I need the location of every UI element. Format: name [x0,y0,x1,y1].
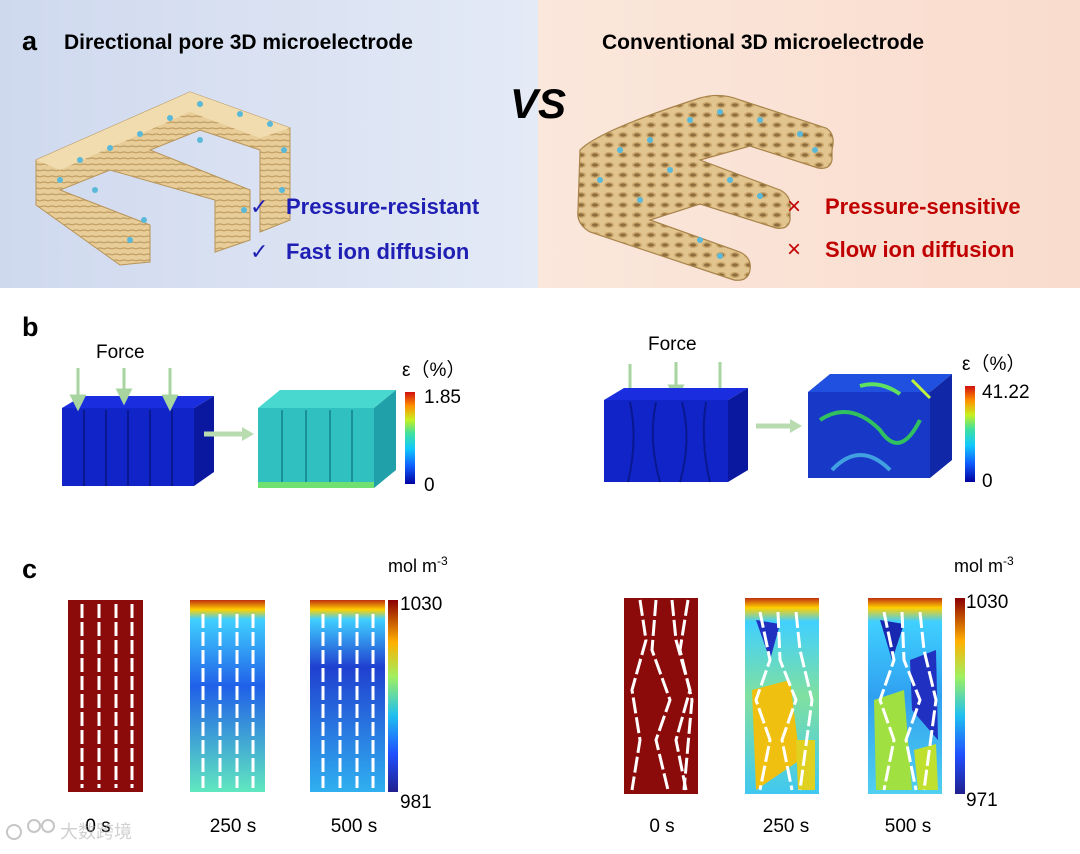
time-label: 250 s [763,816,809,837]
compress-arrow [756,419,802,433]
cross-icon: × [787,236,801,263]
concentration-max-right: 1030 [966,592,1008,613]
vs-label: VS [510,80,566,127]
strain-colorbar-right [965,386,975,482]
conventional-block-stressed [808,374,952,478]
cross-icon: × [787,193,801,220]
panel-a-label: a [22,26,38,56]
check-icon: ✓ [250,194,268,219]
right-title: Conventional 3D microelectrode [602,31,924,54]
strain-max-left: 1.85 [424,387,461,408]
time-label: 500 s [331,816,377,837]
conventional-map-0s [624,598,698,794]
directional-map-250s [190,600,265,792]
feature-pressure-resistant: Pressure-resistant [286,194,480,219]
watermark-text: 大数跨境 [60,822,132,842]
concentration-unit-left: mol m-3 [388,554,448,576]
panel-b-label: b [22,312,39,342]
left-title: Directional pore 3D microelectrode [64,31,413,54]
time-label: 0 s [649,816,674,837]
concentration-min-left: 981 [400,792,432,813]
conventional-map-250s [745,598,819,794]
compress-arrow [204,427,254,441]
panel-c-label: c [22,554,37,584]
check-icon: ✓ [250,239,268,264]
feature-pressure-sensitive: Pressure-sensitive [825,194,1021,219]
directional-electrode-image [35,91,291,266]
feature-fast-ion-diffusion: Fast ion diffusion [286,239,469,264]
strain-max-right: 41.22 [982,382,1030,403]
strain-unit-right: ε（%） [962,353,1025,375]
directional-map-0s [68,600,143,792]
concentration-colorbar-left [388,600,398,792]
conventional-block-unstressed [604,388,748,483]
conventional-electrode-image [577,94,834,281]
concentration-min-right: 971 [966,790,998,811]
conventional-map-500s [868,598,942,794]
time-label: 500 s [885,816,931,837]
strain-unit-left: ε（%） [402,359,465,381]
strain-min-right: 0 [982,471,993,492]
directional-block-unstressed [62,396,214,486]
directional-map-500s [310,600,385,792]
force-label: Force [648,334,697,355]
watermark-logo: 大数跨境 [6,819,132,842]
strain-min-left: 0 [424,475,435,496]
concentration-unit-right: mol m-3 [954,554,1014,576]
concentration-max-left: 1030 [400,594,442,615]
directional-block-stressed [258,390,396,488]
force-label: Force [96,342,145,363]
time-label: 0 s [85,816,110,837]
concentration-colorbar-right [955,598,965,794]
strain-colorbar-left [405,392,415,484]
time-label: 250 s [210,816,256,837]
feature-slow-ion-diffusion: Slow ion diffusion [825,237,1014,262]
force-arrows [69,368,179,412]
